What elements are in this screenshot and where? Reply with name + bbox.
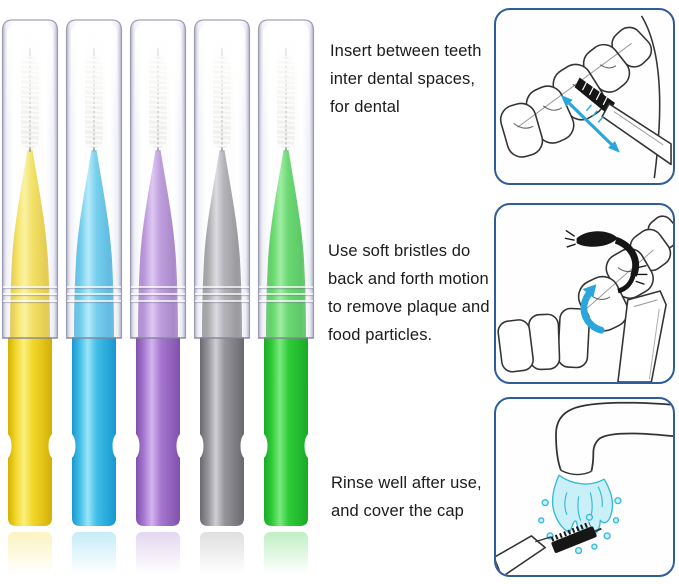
water-droplets <box>538 497 622 555</box>
brush-yellow <box>1 19 59 574</box>
bristle-hatching <box>582 82 608 106</box>
instruction-insert-text: Insert between teeth inter dental spaces… <box>330 42 482 116</box>
brush-handle <box>264 337 308 526</box>
curved-motion-arrow-icon <box>580 284 605 334</box>
brush-handle-outline <box>617 290 667 382</box>
brush-reflection <box>8 532 52 574</box>
brush-reflection <box>72 532 116 574</box>
brush-gray <box>193 19 251 574</box>
cap-highlight <box>199 24 245 136</box>
panel-insert-diagram <box>494 8 675 185</box>
brush-reflection <box>136 532 180 574</box>
back-forth-arrow-icon <box>560 95 620 153</box>
teeth-insert-illustration <box>499 15 672 179</box>
brush-handle <box>72 337 116 526</box>
brush-handle-outline <box>496 535 546 575</box>
cap-highlight <box>263 24 309 136</box>
panel-motion-diagram <box>494 203 675 384</box>
teeth-motion-illustration <box>497 215 673 382</box>
brush-handle <box>136 337 180 526</box>
brush-blue <box>65 19 123 574</box>
faucet-icon <box>555 401 673 476</box>
droplet-on-brush <box>585 513 594 521</box>
brush-handle <box>8 337 52 526</box>
teeth-row <box>497 215 673 373</box>
interdental-brush-icon <box>574 77 672 166</box>
brush-reflection <box>264 532 308 574</box>
cap-highlight <box>71 24 117 136</box>
brush-reflection <box>200 532 244 574</box>
interdental-brush-icon <box>496 513 602 575</box>
brush-purple <box>129 19 187 574</box>
water-splash-icon <box>538 474 622 555</box>
panel-rinse-diagram <box>494 397 675 577</box>
cap-highlight <box>135 24 181 136</box>
rinse-illustration <box>496 401 673 575</box>
brush-green <box>257 19 315 574</box>
instruction-motion-text: Use soft bristles do back and forth moti… <box>328 242 490 344</box>
instruction-rinse-text: Rinse well after use, and cover the cap <box>331 474 482 520</box>
cap-highlight <box>7 24 53 136</box>
bristle-head <box>550 521 602 553</box>
brush-handle <box>200 337 244 526</box>
brush-handle-outline <box>601 103 672 166</box>
interdental-brushes-photo <box>1 19 315 574</box>
teeth-row <box>499 26 653 158</box>
interdental-brush-icon <box>564 229 667 382</box>
bristle-spikes <box>564 229 576 248</box>
